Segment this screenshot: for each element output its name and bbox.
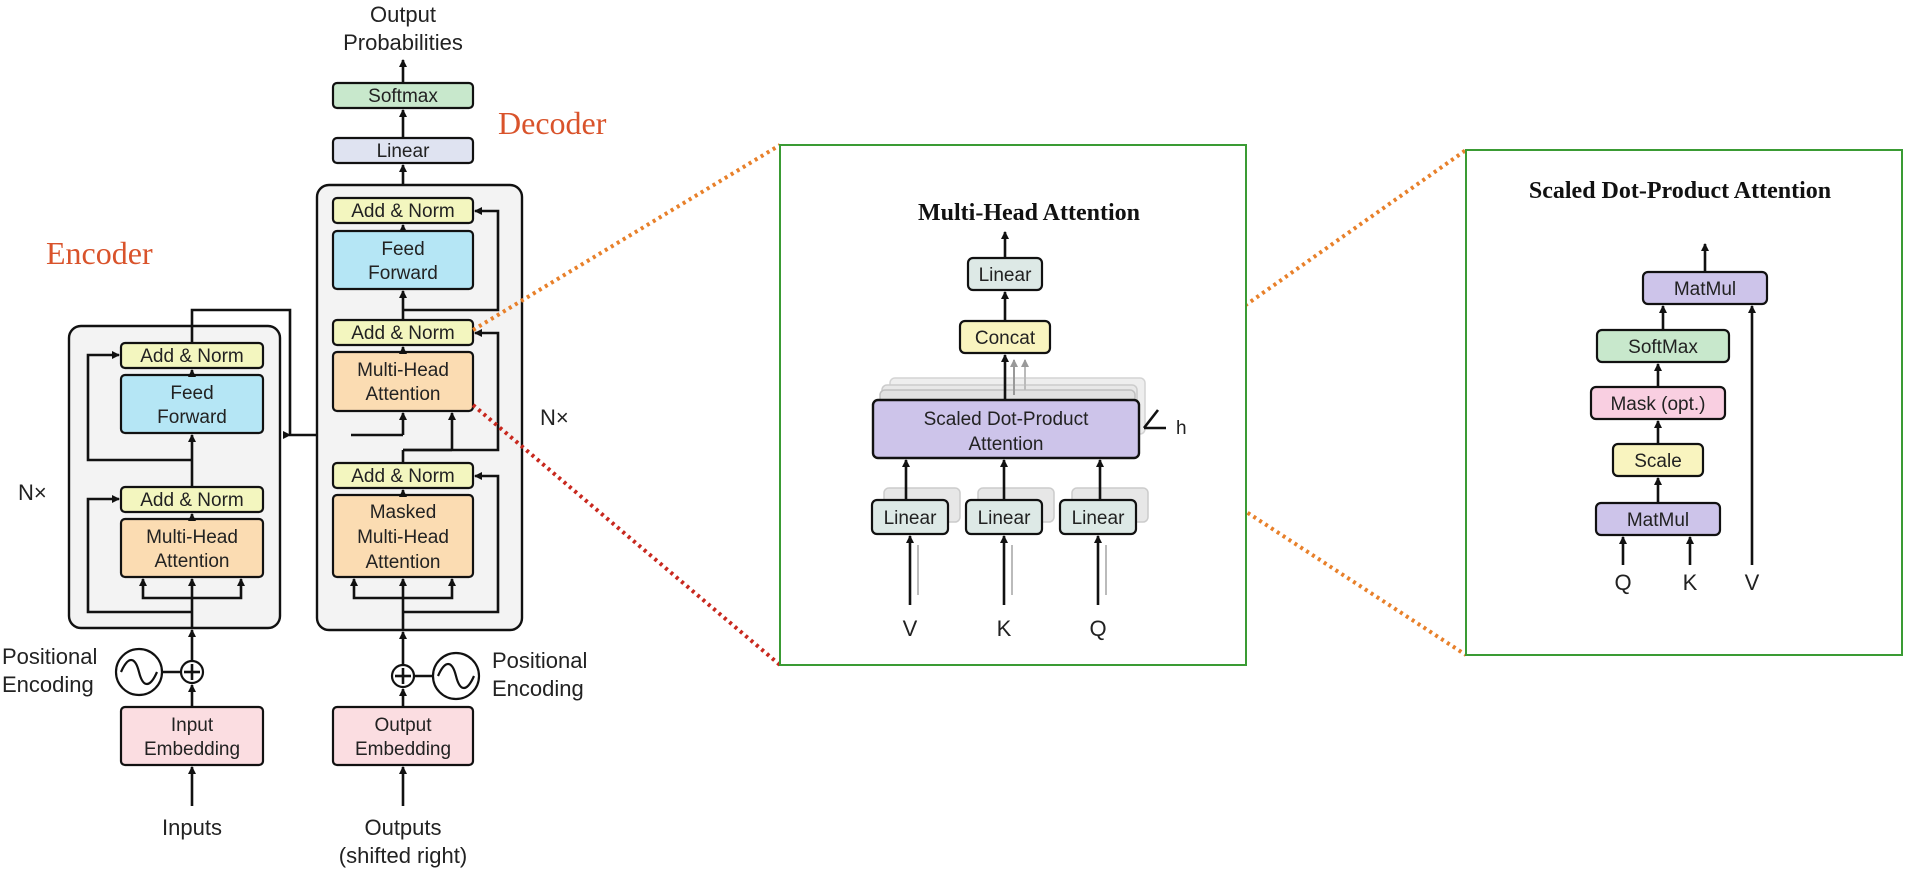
decoder-masked-label-2: Multi-Head (357, 527, 449, 548)
sdpa-softmax-label: SoftMax (1628, 337, 1698, 358)
sdpa-q-label: Q (1614, 570, 1631, 595)
mha-h-tick (1142, 409, 1160, 429)
output-probabilities-label-1: Output (370, 2, 436, 27)
input-embedding-label-1: Input (171, 715, 214, 736)
mha-linear-v-box (870, 498, 950, 536)
sdpa-mask-label: Mask (opt.) (1610, 394, 1705, 415)
encoder-stack (67, 324, 282, 630)
sdpa-v-label: V (1745, 570, 1760, 595)
decoder-residual-1 (403, 472, 500, 614)
dec-sine-wave (436, 662, 476, 690)
transformer-section: Output Probabilities Softmax Linear Deco… (2, 2, 607, 868)
decoder-mha-label-1: Multi-Head (357, 360, 449, 381)
encoder-ff-label-1: Feed (170, 383, 213, 404)
decoder-ff-label-1: Feed (381, 239, 424, 260)
encoder-nx-label: N× (18, 480, 47, 505)
sdpa-panel-title: Scaled Dot-Product Attention (1529, 178, 1831, 204)
mha-linear-v-label: Linear (884, 508, 937, 529)
encoder-title: Encoder (46, 235, 153, 271)
mha-q-label: Q (1089, 616, 1106, 641)
outputs-label-1: Outputs (364, 815, 441, 840)
output-embedding-label-1: Output (374, 715, 432, 736)
encoder-residual-1 (86, 495, 192, 614)
softmax-label: Softmax (368, 86, 438, 107)
mha-linear-k-label: Linear (978, 508, 1031, 529)
enc-sine-wave (119, 658, 159, 686)
scaled-dot-product-panel: Scaled Dot-Product Attention MatMul Soft… (1465, 149, 1903, 656)
output-probabilities-label-2: Probabilities (343, 30, 463, 55)
inputs-label: Inputs (162, 815, 222, 840)
output-embedding-box (331, 705, 475, 767)
input-embedding-box (119, 705, 265, 767)
decoder-add-norm-3-label: Add & Norm (351, 201, 454, 222)
encoder-to-decoder-line (190, 308, 351, 437)
decoder-positional-label-2: Encoding (492, 676, 584, 701)
encoder-ff-label-2: Forward (157, 407, 227, 428)
outputs-label-2: (shifted right) (339, 843, 467, 868)
output-embedding-label-2: Embedding (355, 739, 451, 760)
sdpa-k-label: K (1683, 570, 1698, 595)
decoder-residual-3 (403, 207, 500, 312)
mha-h-label: h (1176, 418, 1187, 439)
encoder-positional-label-1: Positional (2, 644, 97, 669)
encoder-positional-label-2: Encoding (2, 672, 94, 697)
mha-sdpa-label-2: Attention (969, 434, 1044, 455)
sdpa-matmul-top-label: MatMul (1674, 279, 1736, 300)
encoder-residual-2 (86, 351, 192, 462)
mha-sdpa-label-1: Scaled Dot-Product (924, 409, 1089, 430)
mha-linear-q-label: Linear (1072, 508, 1125, 529)
arrow-enc-in-q (192, 578, 245, 600)
multi-head-attention-panel: Multi-Head Attention Linear Concat Scale… (779, 144, 1247, 666)
decoder-masked-label-3: Attention (366, 552, 441, 573)
encoder-add-norm-1-label: Add & Norm (140, 490, 243, 511)
encoder-mha-label-2: Attention (155, 551, 230, 572)
decoder-ff-label-2: Forward (368, 263, 438, 284)
decoder-add-norm-2-label: Add & Norm (351, 323, 454, 344)
mha-linear-q-box (1058, 498, 1138, 536)
mha-v-label: V (903, 616, 918, 641)
decoder-add-norm-1-label: Add & Norm (351, 466, 454, 487)
decoder-title: Decoder (498, 105, 607, 141)
encoder-add-norm-2-label: Add & Norm (140, 346, 243, 367)
mha-linear-label: Linear (979, 265, 1032, 286)
connector-orange-sdpa-top (1140, 148, 1468, 380)
decoder-add-norm-3 (331, 196, 475, 225)
sdpa-scale-label: Scale (1634, 451, 1682, 472)
mha-k-label: K (997, 616, 1012, 641)
decoder-positional-label-1: Positional (492, 648, 587, 673)
linear-label: Linear (377, 141, 430, 162)
mha-panel-title: Multi-Head Attention (918, 200, 1140, 226)
input-embedding-label-2: Embedding (144, 739, 240, 760)
decoder-nx-label: N× (540, 405, 569, 430)
decoder-masked-label-1: Masked (370, 502, 437, 523)
encoder-mha-label-1: Multi-Head (146, 527, 238, 548)
arrow-enc-in-k (139, 578, 192, 600)
decoder-mha-label-2: Attention (366, 384, 441, 405)
arrow-dec-in-k (350, 578, 403, 600)
mha-concat-label: Concat (975, 328, 1036, 349)
sdpa-matmul-bottom-label: MatMul (1627, 510, 1689, 531)
arrow-dec-in-q (403, 578, 456, 600)
